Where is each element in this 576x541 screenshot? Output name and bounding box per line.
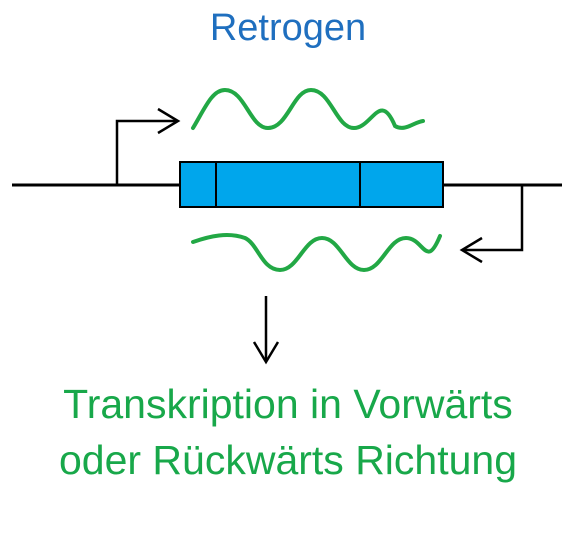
caption-line-2: oder Rückwärts Richtung (58, 437, 518, 483)
reverse-promoter-arrow (459, 185, 524, 264)
transcription-caption: Transkription in Vorwärts oder Rückwärts… (0, 376, 576, 488)
diagram-title: Retrogen (209, 7, 367, 49)
retrogene-box (179, 161, 444, 208)
forward-promoter-arrow (115, 107, 181, 185)
forward-transcript-wave (191, 87, 425, 131)
down-arrow (252, 296, 280, 365)
reverse-transcript-wave (191, 233, 442, 273)
caption-line-1: Transkription in Vorwärts (63, 381, 513, 427)
